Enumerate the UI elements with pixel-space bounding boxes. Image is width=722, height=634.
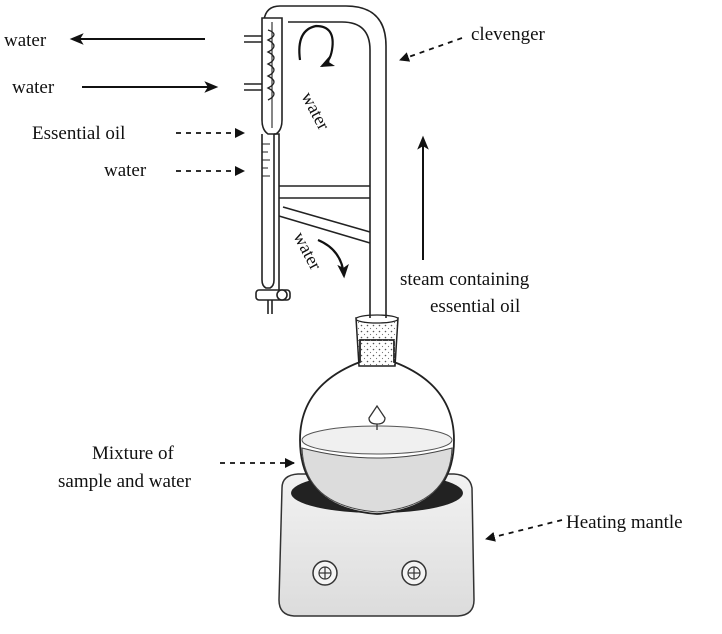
- label-clevenger: clevenger: [471, 24, 546, 45]
- label-heating-mantle: Heating mantle: [566, 512, 683, 533]
- heating-mantle-arrow: [485, 519, 563, 542]
- label-steam-line2: essential oil: [430, 296, 520, 317]
- label-steam-line1: steam containing: [400, 269, 530, 290]
- round-bottom-flask: [299, 339, 455, 515]
- label-essential-oil: Essential oil: [32, 123, 125, 144]
- flow-arrow: [317, 238, 349, 279]
- label-mixture-line2: sample and water: [58, 471, 192, 492]
- mantle-knob-left: [312, 560, 338, 586]
- clevenger-arrow: [399, 37, 463, 62]
- clevenger-apparatus: [244, 5, 387, 318]
- label-water-layer: water: [104, 160, 147, 181]
- label-water-out: water: [4, 30, 47, 51]
- ground-glass-joint: [355, 314, 399, 367]
- label-water-flow-top: water: [297, 88, 333, 133]
- mantle-knob-right: [401, 560, 427, 586]
- label-mixture-line1: Mixture of: [92, 443, 174, 464]
- swirl-arrow: [298, 24, 336, 68]
- liquid-surface: [301, 425, 453, 455]
- flask-liquid: [301, 447, 453, 513]
- label-water-flow-mid: water: [289, 228, 325, 273]
- label-water-in: water: [12, 77, 55, 98]
